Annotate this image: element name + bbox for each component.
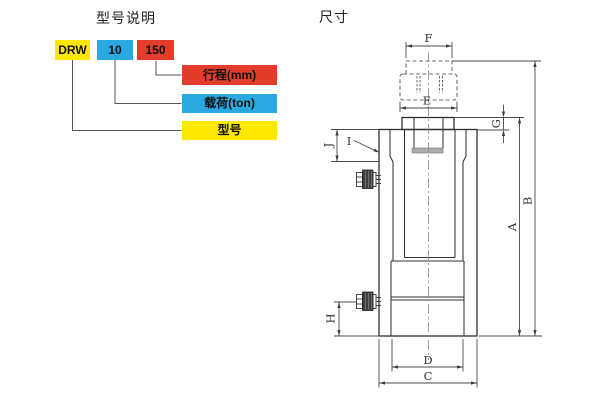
model-code-box-load: 10 (97, 40, 133, 60)
model-code-box-series: DRW (55, 40, 90, 60)
legend-title: 型号说明 (96, 11, 156, 27)
dim-D: D (391, 339, 464, 372)
dim-label-g: G (489, 119, 503, 128)
meaning-box-stroke: 行程(mm) (182, 65, 277, 85)
dim-A: A (505, 117, 522, 336)
drawing-title: 尺寸 (319, 10, 349, 26)
dim-H: H (324, 301, 379, 337)
dim-E: E (399, 94, 458, 112)
center-thread-hole (411, 117, 444, 154)
dim-J: J (321, 129, 379, 162)
dim-B: B (452, 60, 542, 337)
model-code-box-stroke: 150 (137, 40, 174, 60)
dim-F: F (405, 31, 453, 58)
connector-model (72, 60, 182, 131)
piston-collar (390, 256, 465, 336)
dim-label-e: E (423, 94, 431, 108)
legend-connector-lines (72, 60, 182, 131)
dim-label-h: H (324, 313, 338, 323)
dim-label-c: C (424, 369, 433, 383)
dim-I: I (347, 134, 380, 153)
saddle-cap-phantom (399, 60, 458, 101)
cylinder-body (378, 116, 478, 337)
dim-label-b: B (521, 197, 535, 205)
cylinder-barrel (378, 128, 478, 337)
dim-label-d: D (423, 353, 432, 367)
connector-stroke (155, 61, 182, 76)
connector-load (114, 60, 182, 104)
hole-bottom-shading (411, 147, 444, 154)
dim-label-a: A (505, 222, 519, 232)
dim-label-i: I (347, 134, 352, 148)
dim-label-f: F (425, 31, 433, 45)
dim-G: G (454, 104, 524, 143)
lower-oil-port-plug (356, 291, 381, 311)
piston-top-plate (401, 116, 455, 131)
meaning-box-model: 型号 (182, 121, 277, 140)
upper-oil-port-plug (356, 169, 381, 189)
dim-C: C (378, 339, 478, 388)
meaning-box-load: 载荷(ton) (182, 94, 277, 113)
dim-label-j: J (321, 142, 335, 148)
